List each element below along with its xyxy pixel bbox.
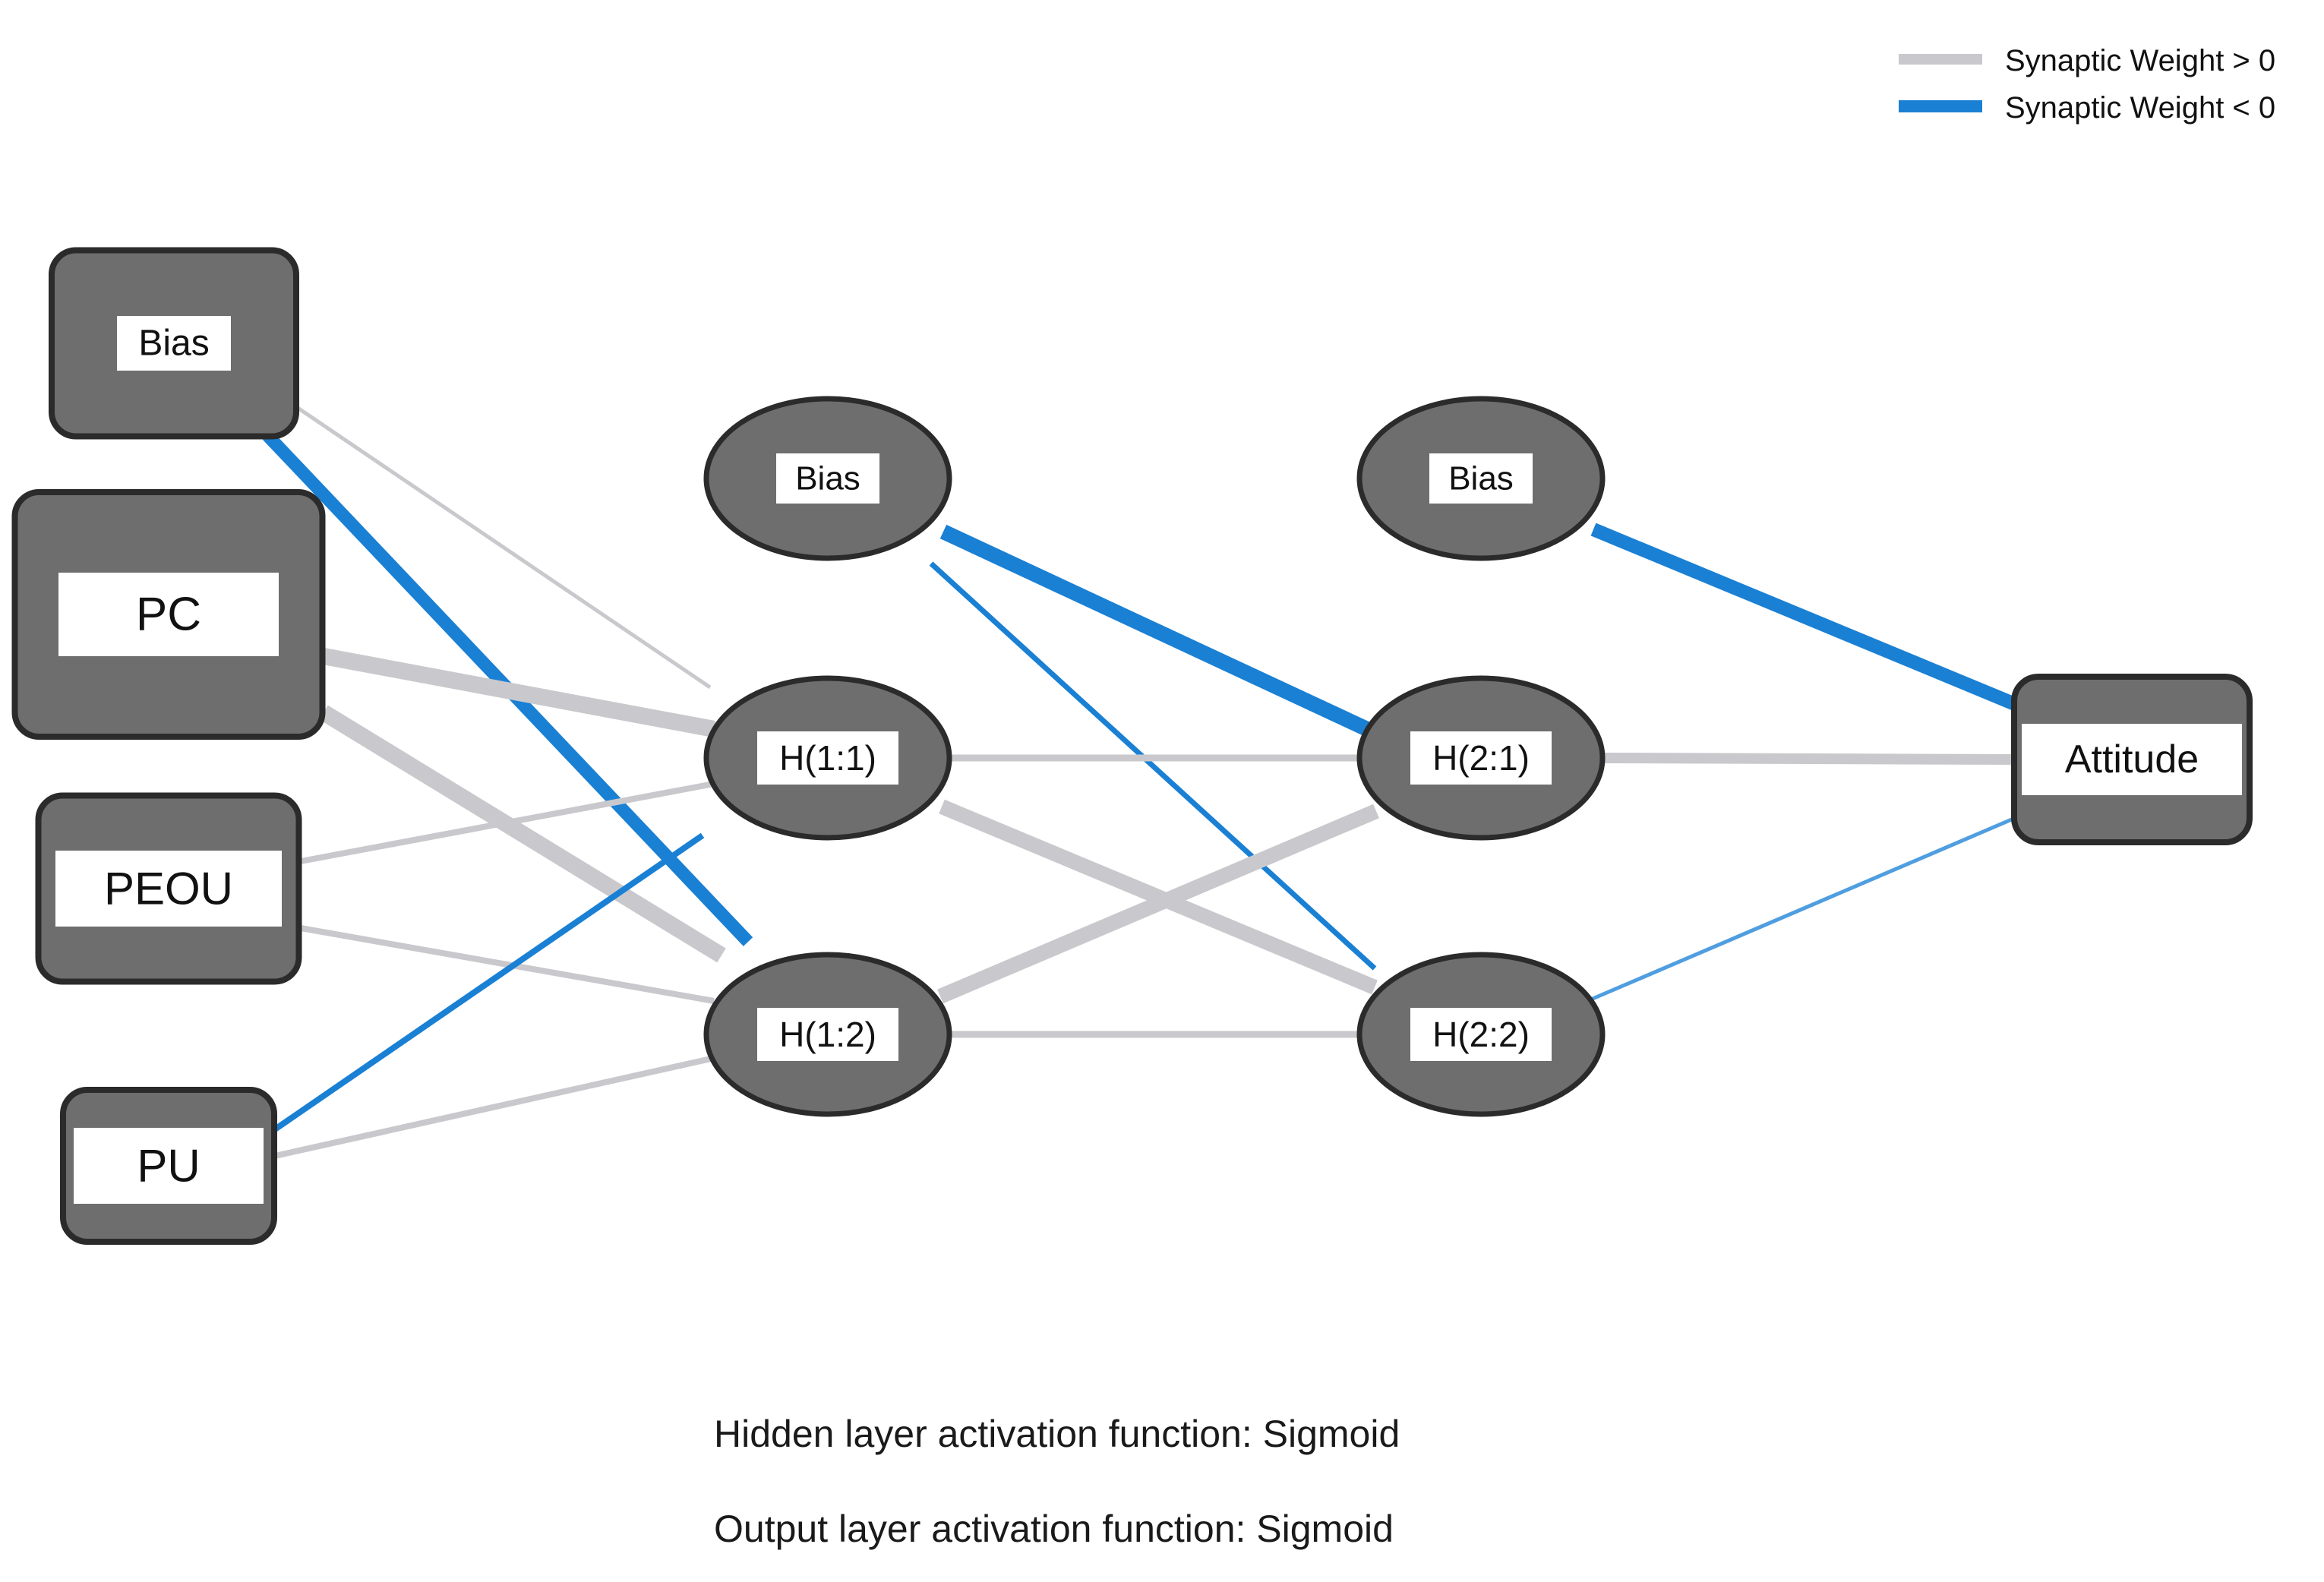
- node-label-in_bias: Bias: [138, 324, 209, 364]
- node-label-in_pu: PU: [137, 1141, 200, 1192]
- node-in_pu[interactable]: PU: [60, 1087, 277, 1245]
- edge-h2_1-to-out_att: [1602, 753, 2017, 765]
- edge-h1_bias-to-h2_1: [939, 524, 1371, 737]
- legend-label-negative: Synaptic Weight < 0: [2005, 91, 2275, 125]
- node-label-box: [776, 453, 879, 504]
- node-in_bias[interactable]: Bias: [49, 247, 299, 440]
- node-label-box: [74, 1128, 264, 1204]
- node-label-in_pc: PC: [136, 589, 201, 641]
- node-label-box: [757, 731, 898, 785]
- node-label-box: [1410, 731, 1552, 785]
- node-label-h2_2: H(2:2): [1432, 1015, 1530, 1054]
- node-label-h2_bias: Bias: [1448, 460, 1514, 497]
- edge-in_pu-to-h1_2: [274, 1054, 718, 1159]
- node-label-box: [58, 573, 279, 656]
- node-label-h1_1: H(1:1): [779, 738, 876, 778]
- edge-in_bias-to-h1_1: [296, 406, 712, 690]
- node-h1_1[interactable]: H(1:1): [703, 675, 952, 841]
- edge-h1_bias-to-h2_2: [929, 561, 1377, 971]
- node-label-out_att: Attitude: [2065, 737, 2199, 782]
- edge-in_pc-to-h1_1: [321, 648, 716, 737]
- node-label-box: [2022, 724, 2242, 795]
- edge-h1_2-to-h2_1: [937, 804, 1379, 1004]
- node-h1_2[interactable]: H(1:2): [703, 952, 952, 1117]
- node-label-box: [55, 851, 282, 927]
- node-label-h2_1: H(2:1): [1432, 738, 1530, 778]
- edge-in_pc-to-h1_2: [319, 705, 726, 963]
- node-label-h1_bias: Bias: [795, 460, 860, 497]
- caption-output-activation: Output layer activation function: Sigmoi…: [714, 1508, 1394, 1550]
- edge-h2_bias-to-out_att: [1590, 523, 2023, 713]
- edge-in_peou-to-h1_1: [300, 781, 715, 864]
- edges-group: [262, 406, 2023, 1159]
- node-label-box: [757, 1008, 898, 1061]
- output-layer: Attitude: [2011, 674, 2253, 845]
- node-h2_2[interactable]: H(2:2): [1356, 952, 1606, 1117]
- node-label-box: [117, 316, 231, 371]
- node-label-h1_2: H(1:2): [779, 1015, 876, 1054]
- node-h2_bias[interactable]: Bias: [1356, 396, 1606, 561]
- edge-h2_2-to-out_att: [1587, 814, 2019, 1003]
- node-out_att[interactable]: Attitude: [2011, 674, 2253, 845]
- node-in_peou[interactable]: PEOU: [35, 792, 302, 985]
- node-label-box: [1410, 1008, 1552, 1061]
- legend-label-positive: Synaptic Weight > 0: [2005, 44, 2275, 77]
- edge-in_peou-to-h1_2: [300, 925, 715, 1004]
- legend: Synaptic Weight > 0 Synaptic Weight < 0: [1899, 44, 2275, 125]
- node-h1_bias[interactable]: Bias: [703, 396, 952, 561]
- node-label-box: [1429, 453, 1533, 504]
- node-in_pc[interactable]: PC: [11, 489, 326, 740]
- node-label-in_peou: PEOU: [104, 864, 233, 914]
- caption-hidden-activation: Hidden layer activation function: Sigmoi…: [714, 1413, 1400, 1455]
- node-h2_1[interactable]: H(2:1): [1356, 675, 1606, 841]
- edge-in_pu-to-h1_1: [273, 832, 705, 1132]
